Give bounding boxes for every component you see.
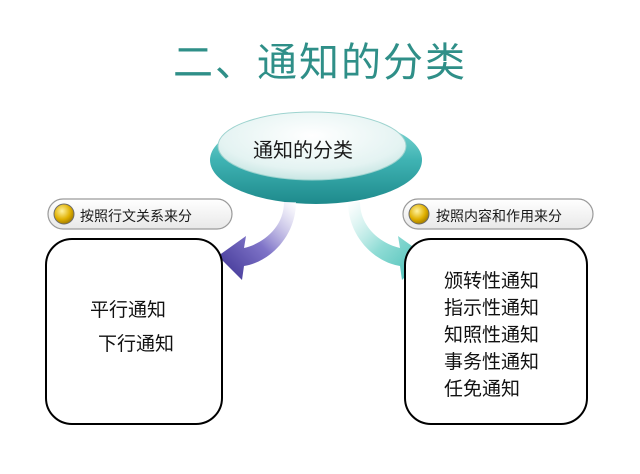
list-left: 平行通知 下行通知 (90, 293, 174, 361)
bullet-icon (408, 203, 430, 225)
box-left (45, 238, 223, 425)
bullet-icon (53, 203, 75, 225)
center-label: 通知的分类 (253, 138, 353, 162)
criterion-left: 按照行文关系来分 (80, 209, 192, 225)
center-node (210, 111, 422, 204)
box-right (404, 238, 588, 425)
list-item: 知照性通知 (444, 324, 540, 346)
list-item: 任免通知 (444, 378, 521, 400)
criterion-right: 按照内容和作用来分 (436, 209, 562, 225)
list-item: 下行通知 (98, 333, 175, 355)
pill-right (402, 198, 594, 230)
arrow-left (218, 202, 296, 280)
list-item: 指示性通知 (444, 297, 540, 319)
list-item: 平行通知 (90, 299, 167, 321)
list-right: 颁转性通知 指示性通知 知照性通知 事务性通知 任免通知 (444, 268, 539, 403)
list-item: 事务性通知 (444, 351, 540, 373)
list-item: 颁转性通知 (444, 270, 540, 292)
pill-left (47, 198, 233, 230)
page-title: 二、通知的分类 (173, 40, 467, 86)
